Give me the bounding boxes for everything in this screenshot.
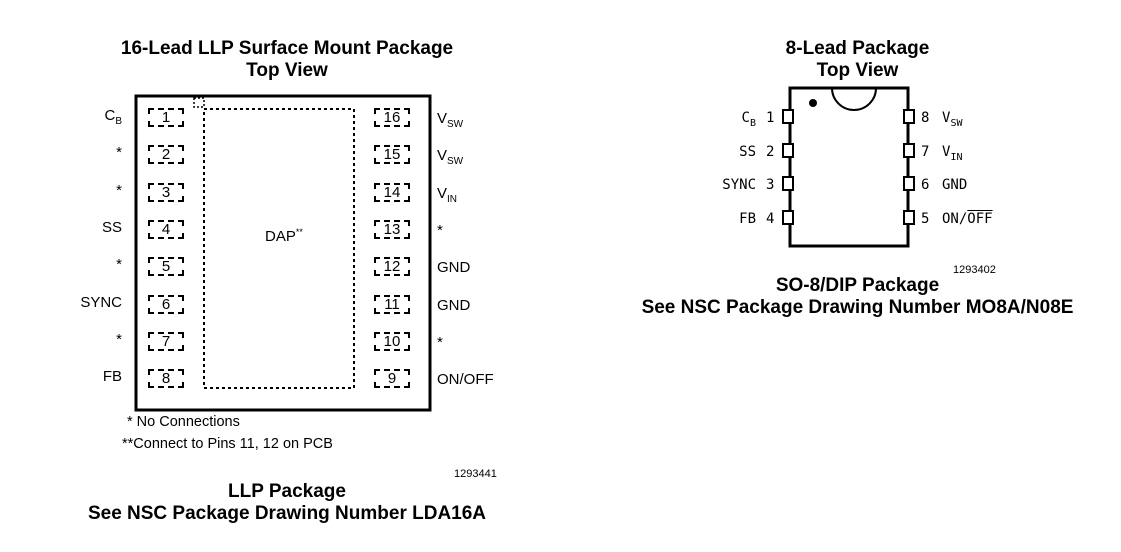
so8-title-line2: Top View	[816, 60, 899, 81]
so8-pin-label-3: SYNC	[722, 177, 756, 193]
llp-pin-label-14: VIN	[437, 184, 458, 205]
so8-pin-label-1: CB	[741, 110, 756, 129]
so8-pin-label-4: FB	[739, 210, 756, 227]
so8-pin-num-1: 1	[766, 110, 775, 126]
so8-figure-id: 1293402	[953, 264, 996, 276]
llp-pin-4: 4	[148, 219, 184, 239]
llp-pin-1: 1	[148, 108, 184, 127]
llp-pin-label-3: *	[116, 181, 122, 199]
so8-pin-num-3: 3	[766, 177, 775, 193]
llp-pin-label-2: *	[116, 144, 122, 162]
llp-pin-11: 11	[374, 294, 410, 314]
llp-pin-label-10: *	[437, 333, 443, 351]
llp-pin-3: 3	[148, 182, 184, 202]
llp-pin-label-5: *	[116, 256, 122, 274]
llp-pin-9: 9	[374, 369, 410, 389]
so8-pin-6	[903, 176, 915, 191]
llp-pin-label-13: *	[437, 221, 443, 239]
llp-pin-7: 7	[148, 331, 184, 351]
llp-pin-label-9: ON/OFF	[437, 371, 494, 389]
so8-title-line1: 8-Lead Package	[785, 38, 930, 59]
llp-pin-16: 16	[374, 108, 410, 127]
llp-pin-13: 13	[374, 219, 410, 239]
so8-caption2: See NSC Package Drawing Number MO8A/N08E	[641, 297, 1074, 318]
llp-pin-14: 14	[374, 182, 410, 202]
llp-pin-8: 8	[148, 369, 184, 389]
llp-note-dap: **Connect to Pins 11, 12 on PCB	[122, 436, 333, 452]
so8-pin-label-5: ON/OFF	[942, 210, 993, 227]
so8-pin-1	[782, 109, 794, 124]
llp-pin1-marker	[193, 97, 205, 108]
llp-pin-10: 10	[374, 331, 410, 351]
so8-pin-num-4: 4	[766, 210, 775, 227]
llp-caption1: LLP Package	[228, 481, 346, 502]
llp-pin-label-4: SS	[101, 218, 122, 236]
so8-pin-label-8: VSW	[942, 110, 963, 129]
so8-caption1: SO-8/DIP Package	[775, 275, 940, 296]
llp-pin-label-11: GND	[437, 296, 471, 314]
so8-pin-2	[782, 142, 794, 158]
llp-figure-id: 1293441	[454, 468, 497, 480]
dap-label: DAP**	[265, 227, 303, 245]
llp-pin-12: 12	[374, 257, 410, 277]
so8-pin-3	[782, 176, 794, 191]
llp-pin-5: 5	[148, 257, 184, 277]
llp-title-line2: Top View	[246, 60, 328, 81]
llp-pin-2: 2	[148, 145, 184, 165]
llp-caption2: See NSC Package Drawing Number LDA16A	[87, 503, 487, 524]
so8-pin-5	[903, 209, 915, 225]
llp-pin-label-7: *	[116, 330, 122, 348]
llp-pin-label-12: GND	[437, 259, 471, 277]
so8-pin-label-7: VIN	[942, 143, 963, 163]
llp-note-no-connection: * No Connections	[127, 414, 240, 430]
so8-pin-7	[903, 142, 915, 158]
so8-pin-4	[782, 209, 794, 225]
so8-body	[788, 86, 910, 248]
so8-notch	[831, 87, 877, 111]
llp-pin-label-8: FB	[102, 368, 122, 386]
so8-pin-label-2: SS	[739, 143, 756, 160]
llp-dap-outline	[203, 108, 355, 389]
llp-pin-15: 15	[374, 145, 410, 165]
so8-pin-label-6: GND	[942, 177, 968, 193]
llp-pin-6: 6	[148, 294, 184, 314]
so8-pin1-dot	[809, 99, 817, 107]
so8-pin-num-5: 5	[921, 210, 930, 227]
so8-pin-num-8: 8	[921, 110, 930, 126]
so8-pin-8	[903, 109, 915, 124]
so8-pin-num-6: 6	[921, 177, 930, 193]
llp-pin-label-1: CB	[104, 107, 122, 127]
llp-pin-label-15: VSW	[437, 147, 464, 168]
llp-pin-label-16: VSW	[437, 110, 464, 130]
llp-body	[134, 94, 432, 412]
llp-pin-label-6: SYNC	[80, 293, 122, 311]
llp-title-line1: 16-Lead LLP Surface Mount Package	[120, 38, 454, 59]
so8-pin-num-2: 2	[766, 143, 775, 160]
so8-pin-num-7: 7	[921, 143, 930, 160]
